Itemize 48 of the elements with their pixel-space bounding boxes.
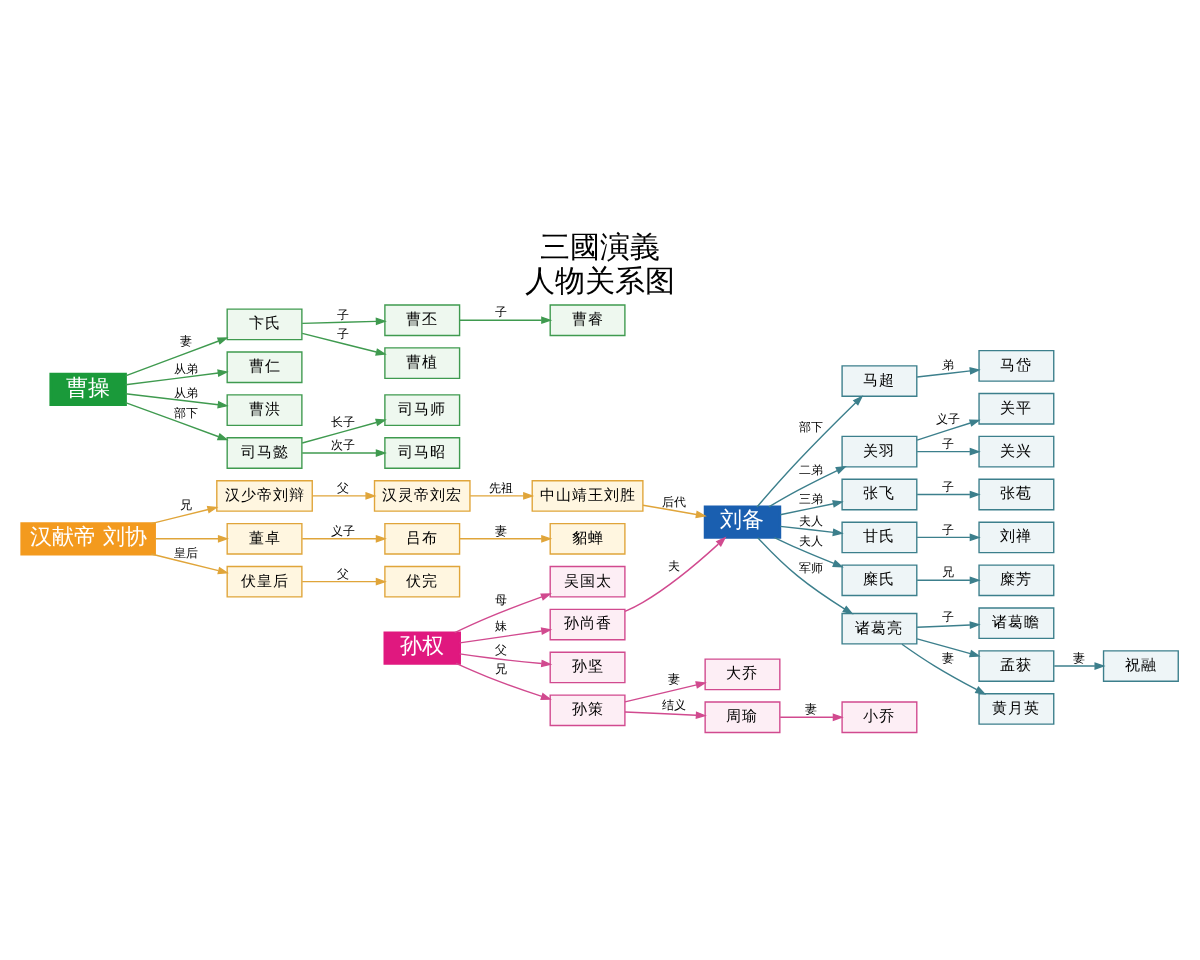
arrow: [916, 490, 981, 499]
arrow: [154, 534, 229, 543]
arrow: [124, 393, 229, 409]
arrow: [916, 367, 981, 378]
arrow: [916, 419, 981, 441]
arrow: [624, 536, 727, 613]
arrow: [124, 401, 229, 441]
node-box: 汉献帝 刘协: [20, 522, 156, 556]
arrow: [124, 369, 229, 386]
arrow: [756, 395, 864, 508]
arrow: [454, 593, 552, 634]
caption: 人物关系图: [525, 262, 675, 299]
arrow: [757, 537, 854, 615]
arrow: [916, 447, 981, 456]
node-box: 刘备: [703, 505, 782, 539]
arrow: [459, 316, 553, 325]
diagram-title: 三國演義: [540, 229, 660, 266]
arrow: [301, 418, 387, 444]
arrow: [311, 492, 377, 500]
arrow: [150, 505, 219, 525]
arrow: [459, 627, 553, 644]
arrow: [301, 577, 387, 586]
arrow: [455, 662, 552, 700]
arrow: [901, 643, 987, 695]
arrow: [469, 492, 535, 500]
arrow: [150, 553, 229, 575]
arrow: [916, 638, 981, 658]
arrow: [624, 711, 707, 720]
node-box: 曹操: [49, 372, 127, 406]
arrow: [916, 621, 981, 629]
arrow: [1053, 662, 1106, 670]
arrow: [301, 449, 387, 457]
arrow: [301, 534, 387, 543]
arrow: [779, 713, 844, 722]
arrow: [768, 465, 847, 508]
arrow: [779, 525, 844, 537]
arrow: [301, 317, 387, 326]
arrow: [624, 681, 707, 703]
arrow: [642, 504, 707, 519]
arrow: [916, 533, 981, 542]
node-box: 孙权: [383, 631, 461, 665]
arrow: [773, 536, 844, 568]
arrow: [779, 500, 844, 516]
arrow: [124, 337, 229, 377]
arrow: [301, 332, 387, 356]
arrow: [459, 534, 553, 543]
arrow: [458, 653, 553, 668]
arrow: [916, 576, 981, 585]
